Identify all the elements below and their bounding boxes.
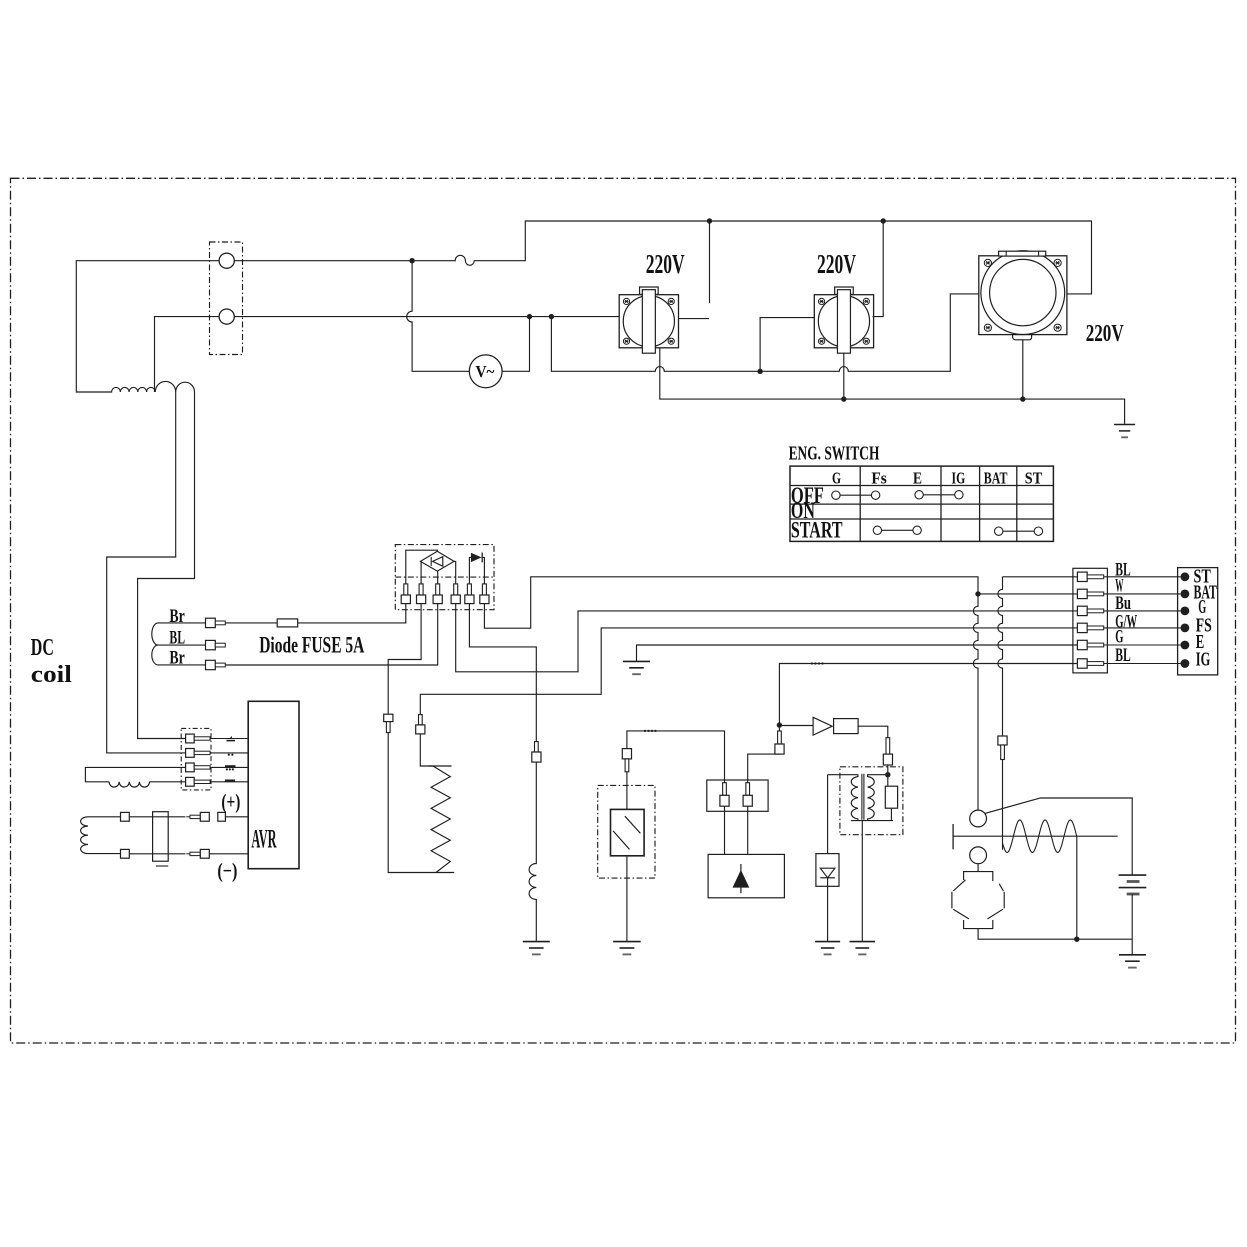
svg-text:220V: 220V	[817, 249, 856, 279]
svg-text:START: START	[791, 518, 843, 543]
svg-text:E: E	[913, 468, 922, 487]
svg-text:Bu: Bu	[1115, 593, 1131, 614]
svg-text:BL: BL	[1115, 560, 1131, 581]
svg-text:IG: IG	[952, 468, 966, 487]
svg-text:BL: BL	[1115, 645, 1131, 666]
svg-text:Fs: Fs	[871, 468, 887, 487]
svg-text:G: G	[1198, 596, 1206, 618]
svg-text:W: W	[1115, 576, 1123, 597]
svg-text:OFF: OFF	[791, 483, 824, 508]
svg-text:V~: V~	[476, 362, 495, 381]
svg-text:DC: DC	[31, 635, 54, 661]
svg-text:Br: Br	[169, 648, 185, 669]
svg-text:BAT: BAT	[984, 468, 1008, 487]
svg-text:G: G	[1115, 627, 1123, 648]
svg-text:ST: ST	[1194, 565, 1212, 587]
svg-text:E: E	[1196, 631, 1205, 653]
svg-text:220V: 220V	[646, 249, 685, 279]
svg-text:Diode FUSE 5A: Diode FUSE 5A	[259, 633, 364, 658]
svg-text:ON: ON	[791, 498, 815, 523]
svg-text:BL: BL	[169, 628, 185, 649]
svg-text:(+): (+)	[221, 790, 240, 814]
svg-text:AVR: AVR	[251, 825, 276, 854]
svg-text:ENG. SWITCH: ENG. SWITCH	[789, 443, 880, 465]
svg-text:FS: FS	[1196, 614, 1212, 636]
svg-text:IG: IG	[1196, 649, 1211, 671]
svg-text:BAT: BAT	[1194, 582, 1218, 604]
svg-text:G: G	[832, 468, 841, 487]
svg-text:ST: ST	[1025, 468, 1042, 487]
svg-text:(−): (−)	[217, 859, 237, 883]
svg-text:Br: Br	[169, 606, 185, 627]
svg-text:G/W: G/W	[1115, 611, 1137, 632]
svg-text:220V: 220V	[1086, 321, 1124, 347]
svg-text:coil: coil	[31, 662, 72, 688]
